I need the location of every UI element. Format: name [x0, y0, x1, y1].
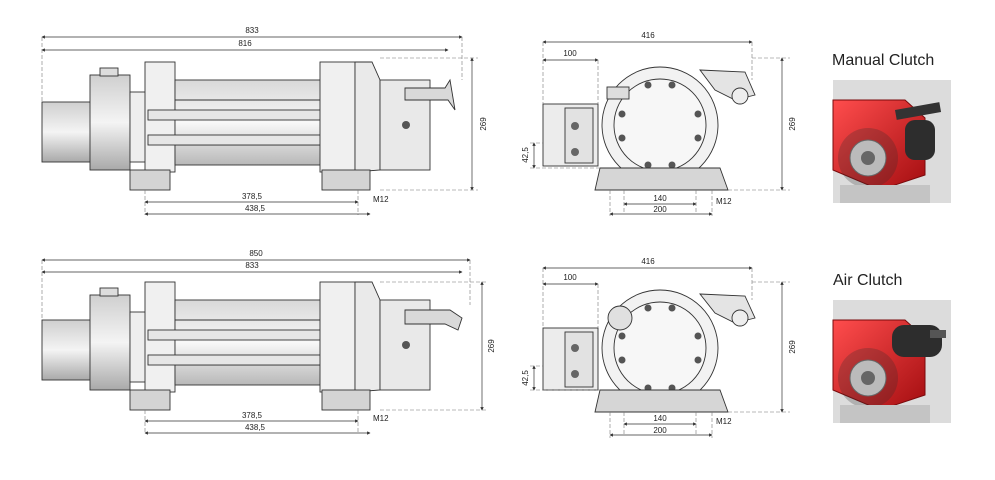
- manual-clutch-photo: [832, 80, 951, 203]
- air-clutch-cylinder: [607, 305, 633, 331]
- dim-bolt-span-1: 378,5: [242, 411, 263, 420]
- dim-bolt-span-1: 378,5: [242, 192, 263, 201]
- dim-base-height: 42,5: [521, 370, 530, 386]
- mounting-foot-left: [129, 389, 171, 411]
- side-view-manual: 833 816 269 378,5 438,5 M12: [41, 26, 488, 216]
- end-plate-right: [319, 281, 356, 393]
- base-plate: [594, 167, 729, 191]
- dim-offset: 100: [563, 273, 577, 282]
- clutch-lever: [404, 78, 456, 111]
- dim-overall-length: 833: [245, 26, 259, 35]
- dim-drum-length: 816: [238, 39, 252, 48]
- dim-bolt-size: M12: [373, 414, 389, 423]
- air-clutch-label: Air Clutch: [833, 272, 903, 289]
- dim-front-bolt-size: M12: [716, 417, 732, 426]
- side-view-air: 850 833 269 378,5 438,5 M12: [41, 249, 496, 435]
- dim-base-height: 42,5: [521, 147, 530, 163]
- dim-drum-length: 833: [245, 261, 259, 270]
- mounting-foot-left: [129, 169, 171, 191]
- dim-front-height: 269: [788, 117, 797, 131]
- front-view-air: 416 100 269 42,5 140 200 M12: [521, 257, 797, 438]
- dim-bolt-size: M12: [373, 195, 389, 204]
- dim-width: 416: [641, 31, 655, 40]
- dim-offset: 100: [563, 49, 577, 58]
- mounting-foot-right: [321, 169, 371, 191]
- dim-base-width: 200: [653, 205, 667, 214]
- base-plate: [594, 389, 729, 413]
- dim-overall-length: 850: [249, 249, 263, 258]
- drum: [174, 299, 326, 386]
- drum: [174, 79, 326, 166]
- dim-bolt-span-2: 438,5: [245, 423, 266, 432]
- clutch-handle: [606, 86, 630, 100]
- end-plate-right: [319, 61, 356, 173]
- dim-height: 269: [487, 339, 496, 353]
- dim-front-height: 269: [788, 340, 797, 354]
- dim-bolt-gap: 140: [653, 194, 667, 203]
- front-view-manual: 416 100 269 42,5 140 200 M12: [521, 31, 797, 216]
- air-clutch-photo: [832, 300, 951, 423]
- manual-clutch-label: Manual Clutch: [832, 52, 935, 69]
- mounting-foot-right: [321, 389, 371, 411]
- dim-width: 416: [641, 257, 655, 266]
- dim-base-width: 200: [653, 426, 667, 435]
- dim-bolt-span-2: 438,5: [245, 204, 266, 213]
- dim-height: 269: [479, 117, 488, 131]
- dim-bolt-gap: 140: [653, 414, 667, 423]
- dim-front-bolt-size: M12: [716, 197, 732, 206]
- air-cylinder: [404, 309, 463, 331]
